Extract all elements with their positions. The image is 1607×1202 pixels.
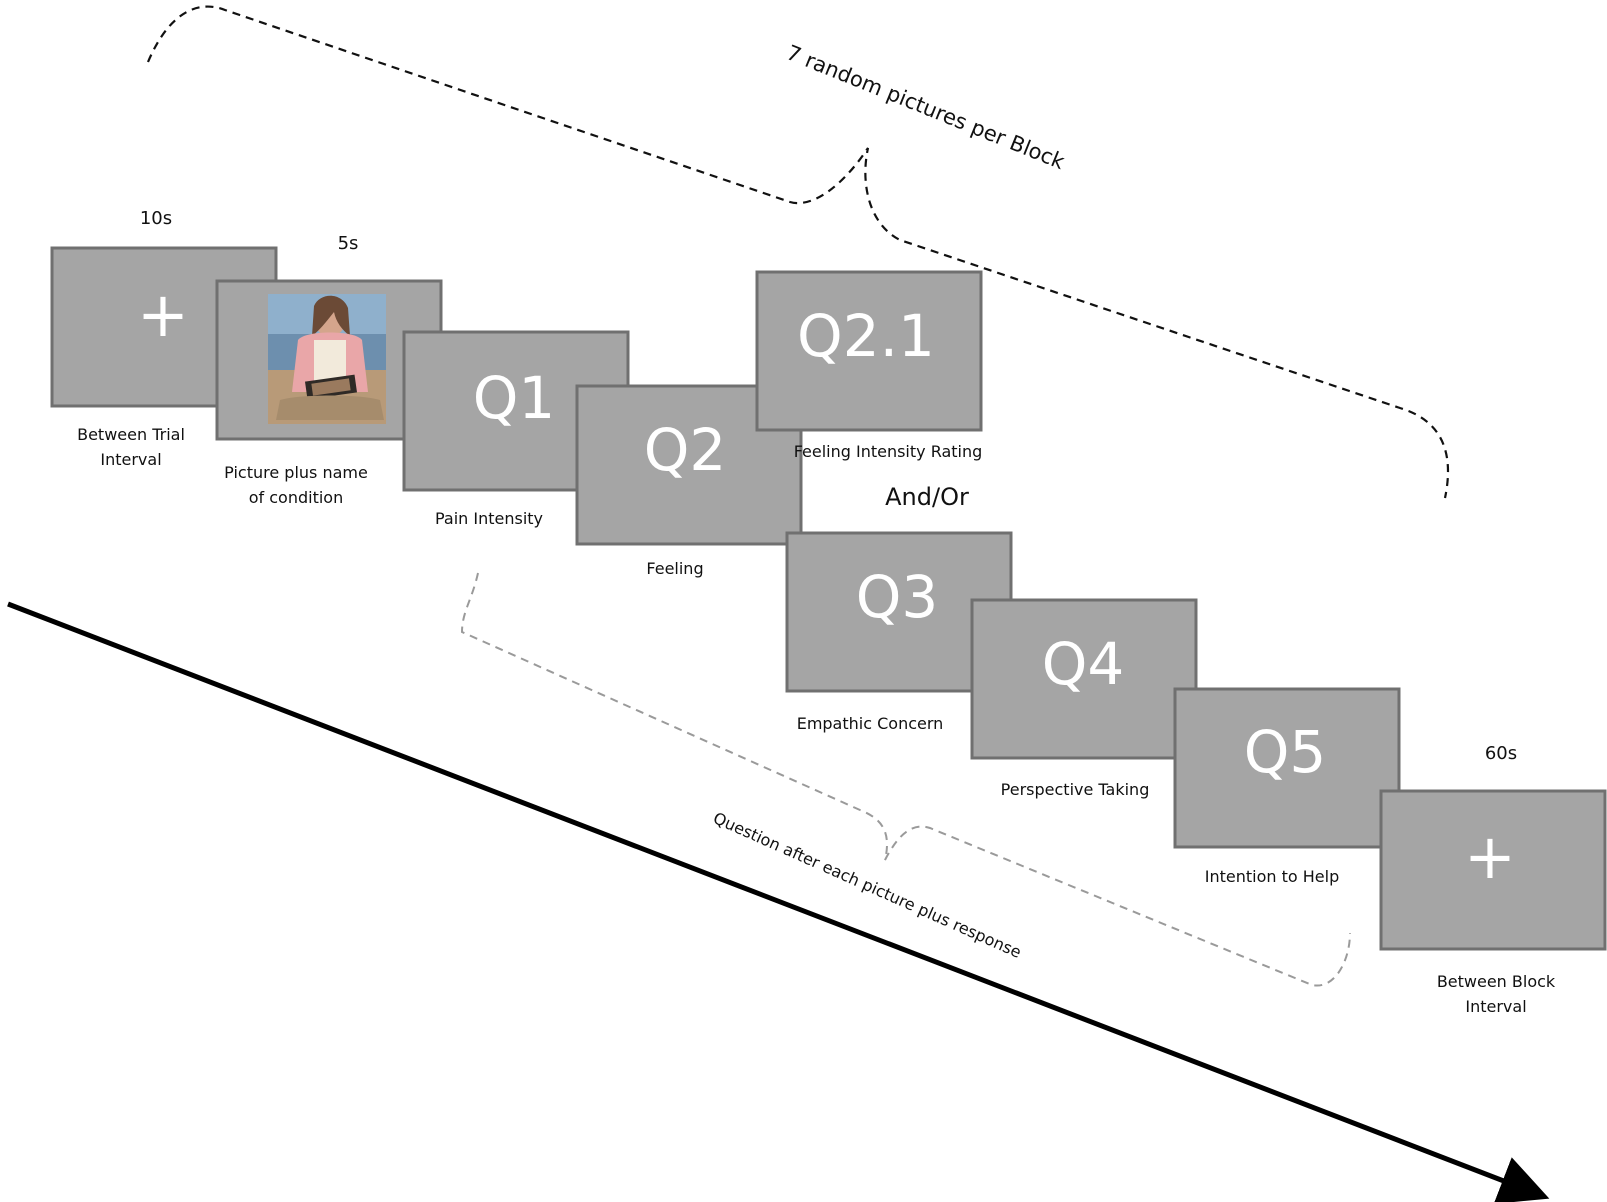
q5-screen: Q5 bbox=[1173, 687, 1401, 849]
q2-caption: Feeling bbox=[646, 559, 703, 578]
block-fixation-cross: + bbox=[1464, 820, 1516, 893]
picture-caption-line1: Picture plus name bbox=[224, 463, 368, 482]
picture-time: 5s bbox=[338, 233, 359, 254]
between-trial-caption-line2: Interval bbox=[100, 450, 161, 469]
picture-screen bbox=[215, 279, 443, 441]
q4-screen: Q4 bbox=[970, 598, 1198, 760]
q2-1-screen: Q2.1 bbox=[755, 270, 983, 432]
q3-label: Q3 bbox=[856, 563, 939, 631]
between-block-screen: + bbox=[1379, 789, 1607, 951]
block-brace-label: 7 random pictures per Block bbox=[783, 40, 1069, 174]
q2-1-caption: Feeling Intensity Rating bbox=[794, 442, 983, 461]
question-brace bbox=[460, 572, 1351, 987]
between-block-time: 60s bbox=[1485, 743, 1517, 764]
condition-photo bbox=[268, 294, 386, 424]
q3-caption: Empathic Concern bbox=[797, 714, 944, 733]
q1-label: Q1 bbox=[473, 364, 556, 432]
q4-label: Q4 bbox=[1042, 630, 1125, 698]
and-or-label: And/Or bbox=[885, 483, 969, 511]
q2-label: Q2 bbox=[644, 416, 727, 484]
fixation-cross: + bbox=[137, 278, 189, 351]
timeline-arrow bbox=[7, 601, 1550, 1202]
q1-caption: Pain Intensity bbox=[435, 509, 543, 528]
block-brace bbox=[146, 5, 1450, 499]
between-block-caption-line2: Interval bbox=[1465, 997, 1526, 1016]
q5-caption: Intention to Help bbox=[1205, 867, 1339, 886]
between-trial-time: 10s bbox=[140, 208, 172, 229]
picture-caption-line2: of condition bbox=[249, 488, 343, 507]
q4-caption: Perspective Taking bbox=[1001, 780, 1150, 799]
question-brace-label: Question after each picture plus respons… bbox=[710, 808, 1024, 962]
between-block-caption-line1: Between Block bbox=[1437, 972, 1556, 991]
q2-1-label: Q2.1 bbox=[797, 302, 935, 370]
q5-label: Q5 bbox=[1244, 718, 1327, 786]
between-trial-caption-line1: Between Trial bbox=[77, 425, 185, 444]
